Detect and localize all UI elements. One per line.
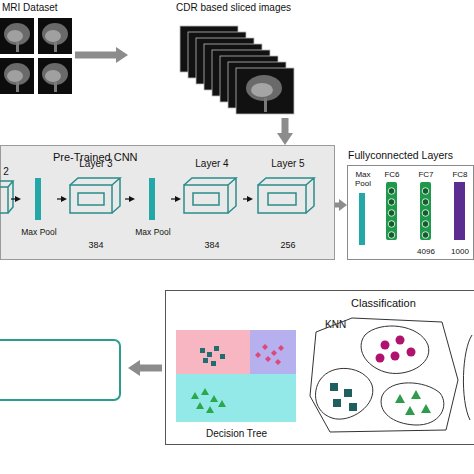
slice-stack — [228, 62, 286, 108]
mri-thumbnails — [0, 18, 72, 94]
flow-arrow — [75, 52, 116, 59]
slice-stack — [188, 32, 246, 78]
output-box — [0, 340, 120, 400]
flow-arrow — [335, 203, 339, 208]
mri-thumbnails — [7, 70, 23, 82]
mri-thumbnails — [16, 42, 19, 52]
slice-stack — [220, 56, 278, 102]
output-box — [0, 340, 120, 400]
group-heading: MRI Dataset — [2, 2, 58, 14]
mri-thumbnails — [7, 30, 23, 42]
layer-size: 384 — [67, 240, 125, 250]
pool-label: Max Pool — [351, 170, 375, 188]
slice-stack — [196, 38, 254, 84]
fc-layer: FC8 1000 — [446, 170, 474, 256]
pool-label: Max Pool — [135, 228, 171, 238]
mri-thumbnails — [38, 58, 72, 94]
plot-label: Decision Tree — [174, 428, 299, 440]
network-panel: Fullyconnected LayersMax PoolFC6FC74096F… — [347, 165, 474, 260]
output-arrow — [140, 365, 162, 372]
dataset-group: CDR based sliced images — [128, 0, 328, 118]
layer-name: Layer 4 — [181, 158, 243, 170]
layer-box: Layer 5 256 — [253, 158, 323, 250]
flow-arrow — [282, 118, 289, 133]
pool-bar: Max Pool — [21, 176, 57, 238]
mri-thumbnails — [45, 70, 61, 82]
layer-name: FC6 — [380, 170, 404, 179]
mri-thumbnails — [42, 23, 68, 45]
layer-size: 384 — [181, 240, 243, 250]
output-arrow — [128, 360, 162, 376]
mri-thumbnails — [16, 82, 19, 92]
mri-thumbnails — [45, 30, 61, 42]
layer-name: 2 — [1, 166, 11, 178]
panel-heading: Fullyconnected Layers — [348, 149, 453, 161]
slice-stack — [246, 75, 282, 101]
mri-thumbnails — [4, 23, 30, 45]
slice-stack — [180, 26, 238, 72]
fc-layer: FC7 4096 — [410, 170, 442, 256]
slice-stack — [212, 50, 270, 96]
slice-stack — [180, 26, 294, 114]
layer-name: Layer 5 — [253, 158, 323, 170]
slice-stack — [204, 44, 262, 90]
layer-name: Layer 3 — [67, 158, 125, 170]
slice-stack — [264, 98, 267, 112]
group-heading: CDR based sliced images — [176, 2, 291, 14]
pool-bar: Max Pool — [135, 176, 171, 238]
layer-name: FC8 — [446, 170, 474, 179]
plot-label: KNN — [325, 319, 346, 331]
dataset-group: MRI Dataset — [0, 0, 75, 100]
mri-thumbnails — [38, 18, 72, 54]
fc-layer: FC6 — [380, 170, 404, 250]
slice-stack — [251, 83, 273, 97]
network-panel: Pre-Trained CNN2Max PoolLayer 3384Max Po… — [0, 145, 335, 260]
slice-stack — [236, 68, 294, 114]
mri-thumbnails — [54, 42, 57, 52]
pool-bar: Max Pool — [351, 170, 375, 250]
layer-box: Layer 4 384 — [181, 158, 243, 250]
mri-thumbnails — [42, 63, 68, 85]
mri-thumbnails — [0, 18, 34, 54]
layer-name: FC7 — [410, 170, 442, 179]
pool-label: Max Pool — [21, 228, 57, 238]
layer-size: 4096 — [410, 247, 442, 256]
layer-size: 256 — [253, 240, 323, 250]
mri-thumbnails — [4, 63, 30, 85]
mri-thumbnails — [0, 58, 34, 94]
classifier-plot: KNN — [311, 311, 461, 433]
layer-size: 1000 — [446, 247, 474, 256]
panel-heading: Classification — [351, 297, 416, 310]
classifier-plot: Decision Tree — [174, 327, 299, 439]
layer-box: Layer 3 384 — [67, 158, 125, 250]
classification-panel: ClassificationDecision Tree KNN — [165, 290, 474, 445]
layer-box: 2 — [1, 166, 11, 218]
mri-thumbnails — [54, 82, 57, 92]
output-arrow — [128, 360, 140, 376]
